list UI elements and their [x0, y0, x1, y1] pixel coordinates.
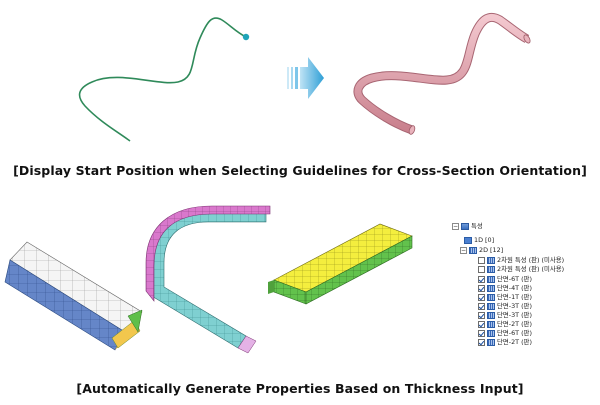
checkbox[interactable] — [478, 321, 485, 328]
tree-item[interactable]: 단면-6T (판) — [478, 275, 532, 284]
node-icon — [464, 237, 472, 244]
property-icon — [487, 276, 495, 283]
collapse-icon[interactable]: − — [452, 223, 459, 230]
property-icon — [487, 312, 495, 319]
checkbox[interactable] — [478, 339, 485, 346]
checkbox[interactable] — [478, 303, 485, 310]
property-tree: − 특성 1D [0] − 2D [12] 2차원 특성 (판) (미사용) 2… — [452, 222, 598, 350]
property-icon — [487, 321, 495, 328]
checkbox[interactable] — [478, 312, 485, 319]
property-icon — [487, 266, 495, 273]
tree-root[interactable]: − 특성 — [452, 222, 483, 231]
caption-top: [Display Start Position when Selecting G… — [13, 163, 587, 178]
caption-bottom: [Automatically Generate Properties Based… — [76, 381, 524, 396]
tree-item[interactable]: 단면-2T (판) — [478, 338, 532, 347]
right-arrow-icon — [287, 57, 324, 99]
property-icon — [487, 303, 495, 310]
tree-item-label: 단면-3T (판) — [497, 302, 532, 310]
checkbox[interactable] — [478, 285, 485, 292]
tree-item[interactable]: 단면-1T (판) — [478, 293, 532, 302]
tree-item[interactable]: 단면-6T (판) — [478, 329, 532, 338]
tree-item-label: 2차원 특성 (판) (미사용) — [497, 265, 565, 273]
tree-item[interactable]: 단면-4T (판) — [478, 284, 532, 293]
tree-item-label: 단면-6T (판) — [497, 275, 532, 283]
tree-item[interactable]: 단면-2T (판) — [478, 320, 532, 329]
property-icon — [487, 285, 495, 292]
tree-item-label: 단면-3T (판) — [497, 311, 532, 319]
checkbox[interactable] — [478, 257, 485, 264]
pipe-view[interactable] — [0, 0, 600, 160]
tree-item[interactable]: 단면-3T (판) — [478, 302, 532, 311]
property-icon — [487, 257, 495, 264]
tree-item-2d[interactable]: − 2D [12] — [460, 246, 503, 255]
checkbox[interactable] — [478, 330, 485, 337]
checkbox[interactable] — [478, 266, 485, 273]
tree-item-label: 단면-4T (판) — [497, 284, 532, 292]
tree-item-label: 2D [12] — [479, 246, 504, 254]
collapse-icon[interactable]: − — [460, 247, 467, 254]
tree-item[interactable]: 2차원 특성 (판) (미사용) — [478, 256, 564, 265]
properties-folder-icon — [461, 223, 469, 230]
tree-item[interactable]: 2차원 특성 (판) (미사용) — [478, 265, 564, 274]
tree-item-label: 2차원 특성 (판) (미사용) — [497, 256, 565, 264]
guideline-curve[interactable] — [78, 17, 247, 142]
tree-item-1d[interactable]: 1D [0] — [464, 236, 494, 245]
start-point-icon — [242, 33, 250, 41]
tree-item-label: 단면-2T (판) — [497, 320, 532, 328]
guideline-curve-view[interactable] — [0, 0, 600, 160]
property-icon — [487, 339, 495, 346]
checkbox[interactable] — [478, 276, 485, 283]
box-mesh-view[interactable] — [0, 220, 150, 360]
property-icon — [487, 294, 495, 301]
tree-item-label: 단면-2T (판) — [497, 338, 532, 346]
channel-mesh-view[interactable] — [128, 205, 278, 365]
folder-2d-icon — [469, 247, 477, 254]
tree-item-label: 1D [0] — [474, 236, 495, 244]
tree-root-label: 특성 — [471, 222, 483, 230]
open-channel-mesh-view[interactable] — [262, 222, 422, 322]
property-icon — [487, 330, 495, 337]
checkbox[interactable] — [478, 294, 485, 301]
tree-item[interactable]: 단면-3T (판) — [478, 311, 532, 320]
tree-item-label: 단면-1T (판) — [497, 293, 532, 301]
tree-item-label: 단면-6T (판) — [497, 329, 532, 337]
